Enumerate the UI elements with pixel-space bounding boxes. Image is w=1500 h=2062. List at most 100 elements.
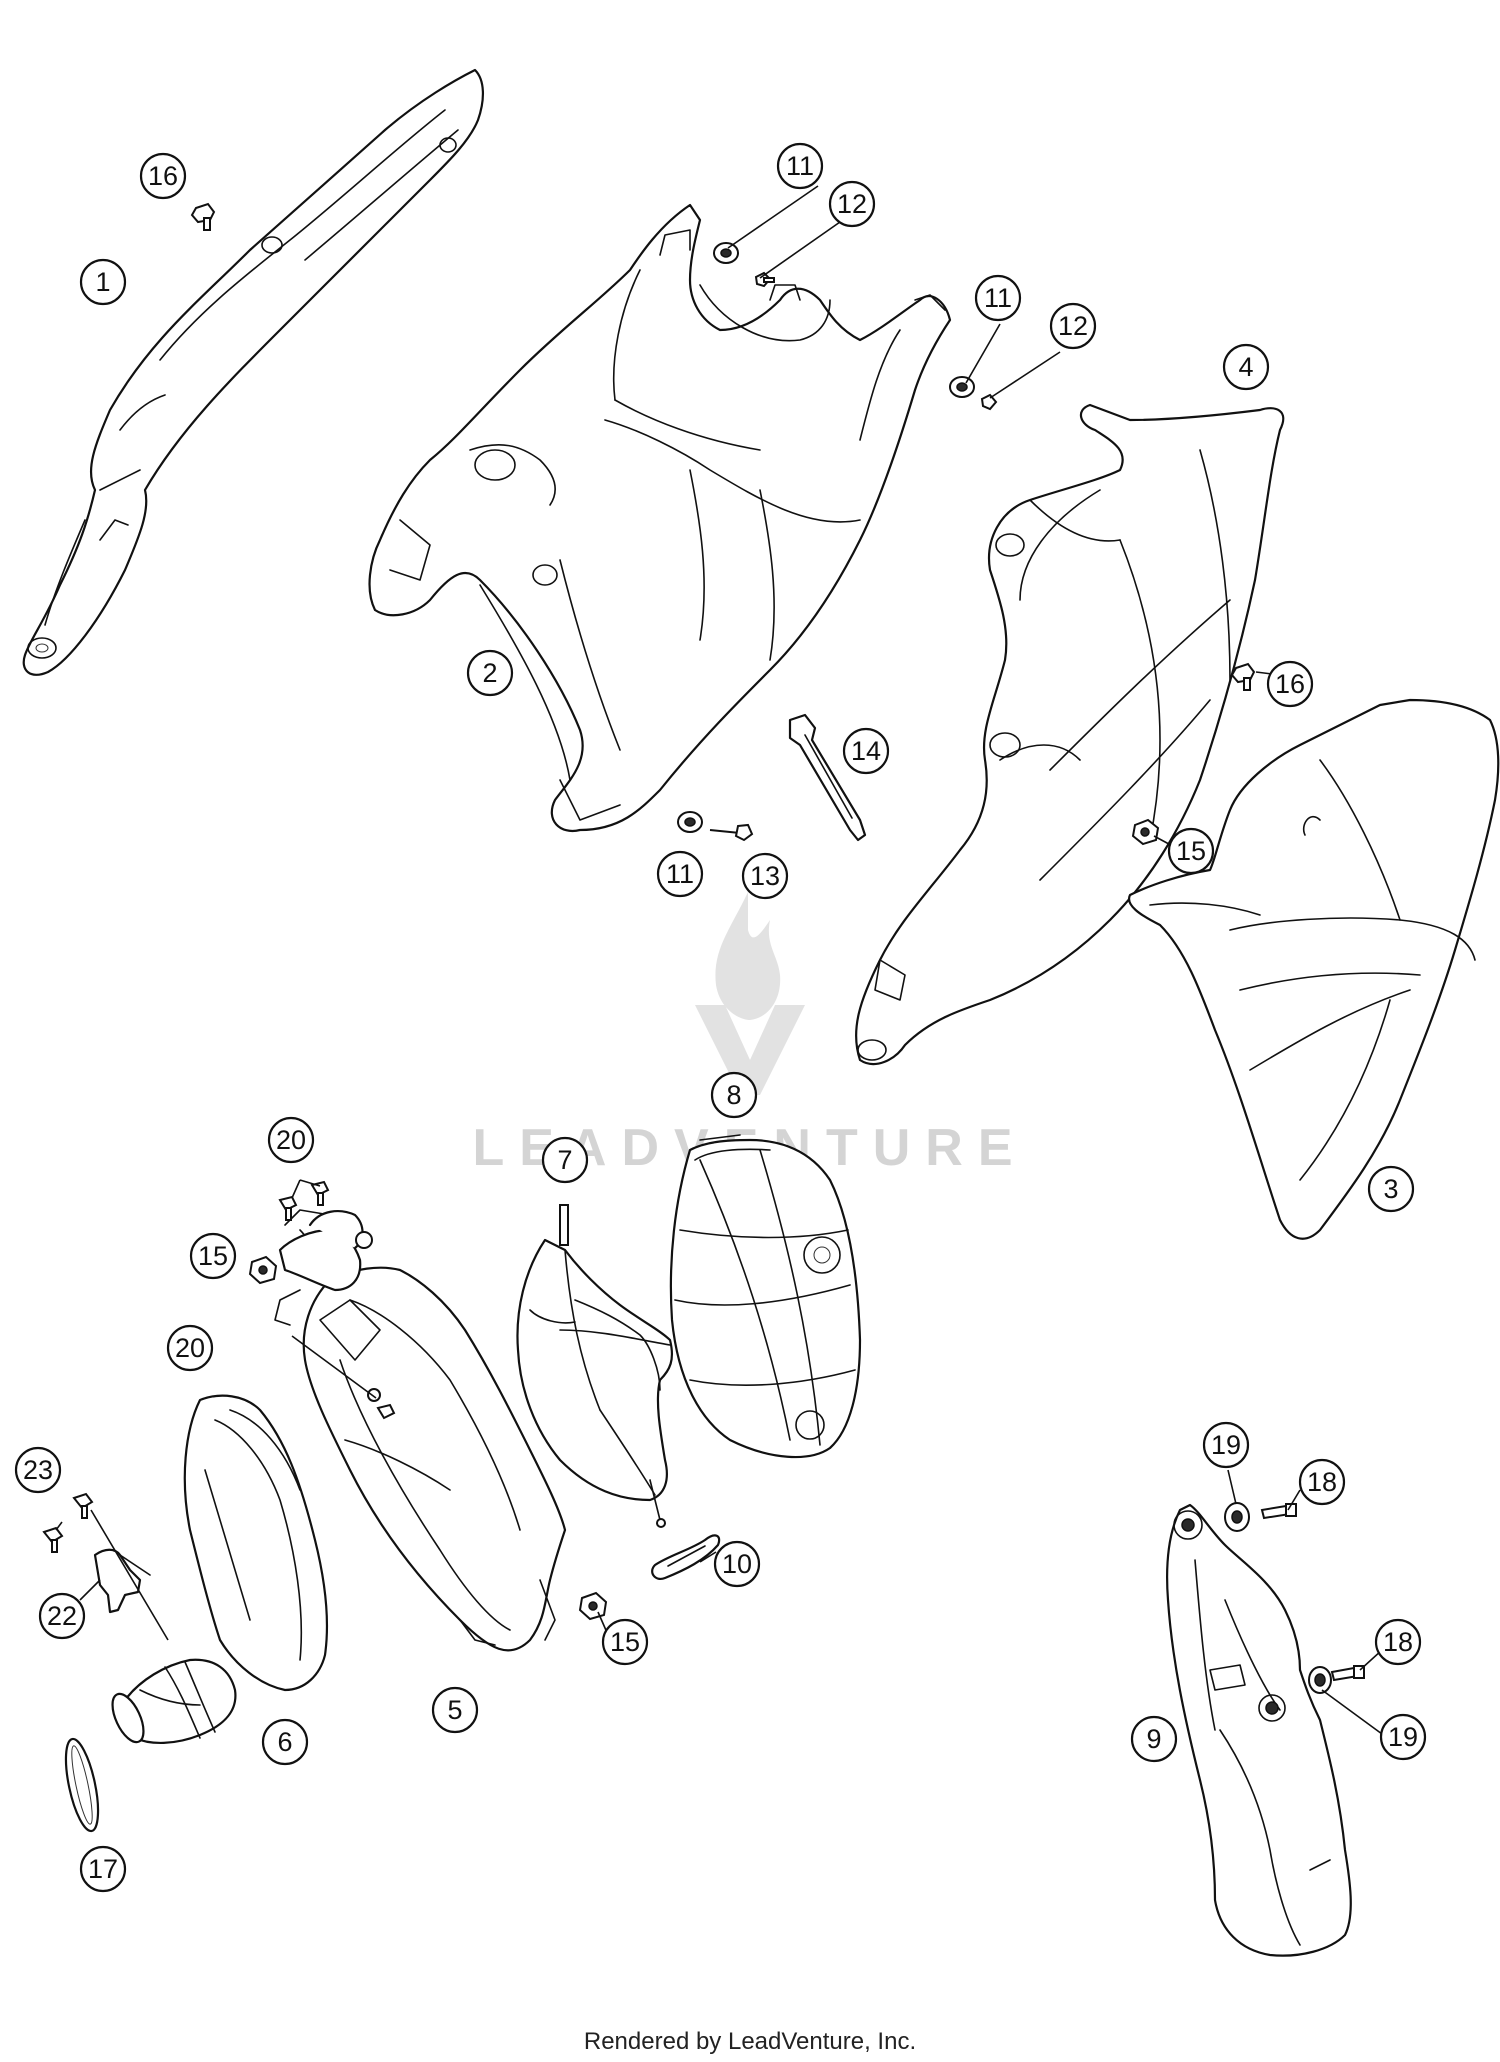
callout-3-label: 3 xyxy=(1383,1174,1398,1204)
callout-6-label: 6 xyxy=(277,1727,292,1757)
hardware-screw-20-a[interactable] xyxy=(278,1195,298,1221)
callout-11-c[interactable]: 11 xyxy=(656,850,704,898)
callout-4-label: 4 xyxy=(1238,352,1253,382)
hardware-screw-12-a[interactable] xyxy=(754,271,775,288)
hardware-screw-16-right[interactable] xyxy=(1230,662,1256,691)
leader-lines xyxy=(55,185,1383,1735)
part-10-clip[interactable] xyxy=(651,1534,721,1580)
callout-12-a[interactable]: 12 xyxy=(828,180,876,228)
callout-20-b[interactable]: 20 xyxy=(166,1324,214,1372)
callout-13[interactable]: 13 xyxy=(741,852,789,900)
callout-18-b-label: 18 xyxy=(1383,1627,1413,1657)
callout-19-a-label: 19 xyxy=(1211,1430,1241,1460)
part-1-shroud-trim[interactable] xyxy=(22,68,484,676)
hardware-nut-11-b[interactable] xyxy=(949,376,975,398)
callout-7-label: 7 xyxy=(557,1145,572,1175)
part-22-valve[interactable] xyxy=(93,1548,151,1614)
callout-8-label: 8 xyxy=(726,1080,741,1110)
part-17-ring[interactable] xyxy=(60,1736,105,1833)
callout-17-label: 17 xyxy=(88,1854,118,1884)
callout-7[interactable]: 7 xyxy=(541,1136,589,1184)
callout-20-a-label: 20 xyxy=(276,1125,306,1155)
hardware-screw-20-c[interactable] xyxy=(376,1403,396,1420)
callout-15-c[interactable]: 15 xyxy=(601,1618,649,1666)
part-2-airbox-frame[interactable] xyxy=(368,203,952,833)
hardware-screw-23-b[interactable] xyxy=(72,1492,94,1519)
hardware-nut-11-a[interactable] xyxy=(713,242,739,264)
callout-12-b-label: 12 xyxy=(1058,311,1088,341)
callout-16-right[interactable]: 16 xyxy=(1266,660,1314,708)
callout-19-b-label: 19 xyxy=(1388,1722,1418,1752)
callout-22[interactable]: 22 xyxy=(38,1592,86,1640)
hardware-screw-23-a[interactable] xyxy=(42,1526,64,1553)
callout-2-label: 2 xyxy=(482,658,497,688)
callout-11-b-label: 11 xyxy=(984,283,1012,313)
callout-15-b[interactable]: 15 xyxy=(189,1232,237,1280)
callout-20-a[interactable]: 20 xyxy=(267,1116,315,1164)
part-14-strap[interactable] xyxy=(788,713,867,842)
callout-11-a[interactable]: 11 xyxy=(776,142,824,190)
part-5-airbox-housing[interactable] xyxy=(274,1209,567,1652)
hardware-washer-19-b[interactable] xyxy=(1308,1666,1332,1694)
callout-18-a[interactable]: 18 xyxy=(1298,1458,1346,1506)
callout-14[interactable]: 14 xyxy=(842,727,890,775)
callout-13-label: 13 xyxy=(750,861,780,891)
part-6-inlet-cover[interactable] xyxy=(106,1394,329,1747)
callout-8[interactable]: 8 xyxy=(710,1071,758,1119)
callout-20-b-label: 20 xyxy=(175,1333,205,1363)
part-9-guard[interactable] xyxy=(1166,1503,1352,1957)
callout-10-label: 10 xyxy=(722,1549,752,1579)
callout-15-c-label: 15 xyxy=(610,1627,640,1657)
callout-11-a-label: 11 xyxy=(786,151,814,181)
callout-9[interactable]: 9 xyxy=(1130,1715,1178,1763)
callout-19-b[interactable]: 19 xyxy=(1379,1713,1427,1761)
callout-12-a-label: 12 xyxy=(837,189,867,219)
callout-4[interactable]: 4 xyxy=(1222,343,1270,391)
callout-16-upper[interactable]: 16 xyxy=(139,152,187,200)
hardware-washer-19-a[interactable] xyxy=(1224,1502,1250,1532)
callout-9-label: 9 xyxy=(1146,1724,1161,1754)
watermark-v-logo xyxy=(695,1005,805,1095)
watermark-flame-logo xyxy=(715,892,781,1020)
hardware-nut-15-b[interactable] xyxy=(248,1255,278,1285)
callout-11-c-label: 11 xyxy=(666,859,694,889)
callout-23[interactable]: 23 xyxy=(14,1446,62,1494)
hardware-screw-12-b[interactable] xyxy=(980,393,998,411)
callout-16-right-label: 16 xyxy=(1275,669,1305,699)
callout-1[interactable]: 1 xyxy=(79,258,127,306)
part-8-air-filter[interactable] xyxy=(669,1134,862,1459)
hardware-screw-18-a[interactable] xyxy=(1260,1503,1297,1520)
callout-5-label: 5 xyxy=(447,1695,462,1725)
hardware-screw-13[interactable] xyxy=(709,823,754,842)
callout-18-b[interactable]: 18 xyxy=(1374,1618,1422,1666)
hardware-nut-15-a[interactable] xyxy=(1131,818,1160,846)
hardware-screw-18-b[interactable] xyxy=(1330,1665,1365,1682)
callout-2[interactable]: 2 xyxy=(466,649,514,697)
part-3-cover-panel[interactable] xyxy=(1127,698,1500,1240)
hardware-nut-11-c[interactable] xyxy=(677,811,703,833)
hardware-screw-16-upper[interactable] xyxy=(190,202,216,231)
callout-1-label: 1 xyxy=(95,267,110,297)
callout-11-b[interactable]: 11 xyxy=(974,274,1022,322)
callout-17[interactable]: 17 xyxy=(79,1845,127,1893)
part-5-top-bracket[interactable] xyxy=(278,1210,373,1292)
callout-12-b[interactable]: 12 xyxy=(1049,302,1097,350)
part-4-side-panel[interactable] xyxy=(854,403,1285,1066)
callout-19-a[interactable]: 19 xyxy=(1202,1421,1250,1469)
callout-23-label: 23 xyxy=(23,1455,53,1485)
callout-3[interactable]: 3 xyxy=(1367,1165,1415,1213)
callout-10[interactable]: 10 xyxy=(713,1540,761,1588)
hardware-nut-15-c[interactable] xyxy=(578,1591,608,1621)
part-7-filter-cage[interactable] xyxy=(516,1204,674,1528)
callout-15-b-label: 15 xyxy=(198,1241,228,1271)
footer-credit: Rendered by LeadVenture, Inc. xyxy=(583,2028,917,2055)
callout-14-label: 14 xyxy=(851,736,881,766)
callout-18-a-label: 18 xyxy=(1307,1467,1337,1497)
callout-15-a[interactable]: 15 xyxy=(1167,827,1215,875)
callout-15-a-label: 15 xyxy=(1176,836,1206,866)
callout-5[interactable]: 5 xyxy=(431,1686,479,1734)
callout-16-upper-label: 16 xyxy=(148,161,178,191)
callout-22-label: 22 xyxy=(47,1601,77,1631)
callout-6[interactable]: 6 xyxy=(261,1718,309,1766)
